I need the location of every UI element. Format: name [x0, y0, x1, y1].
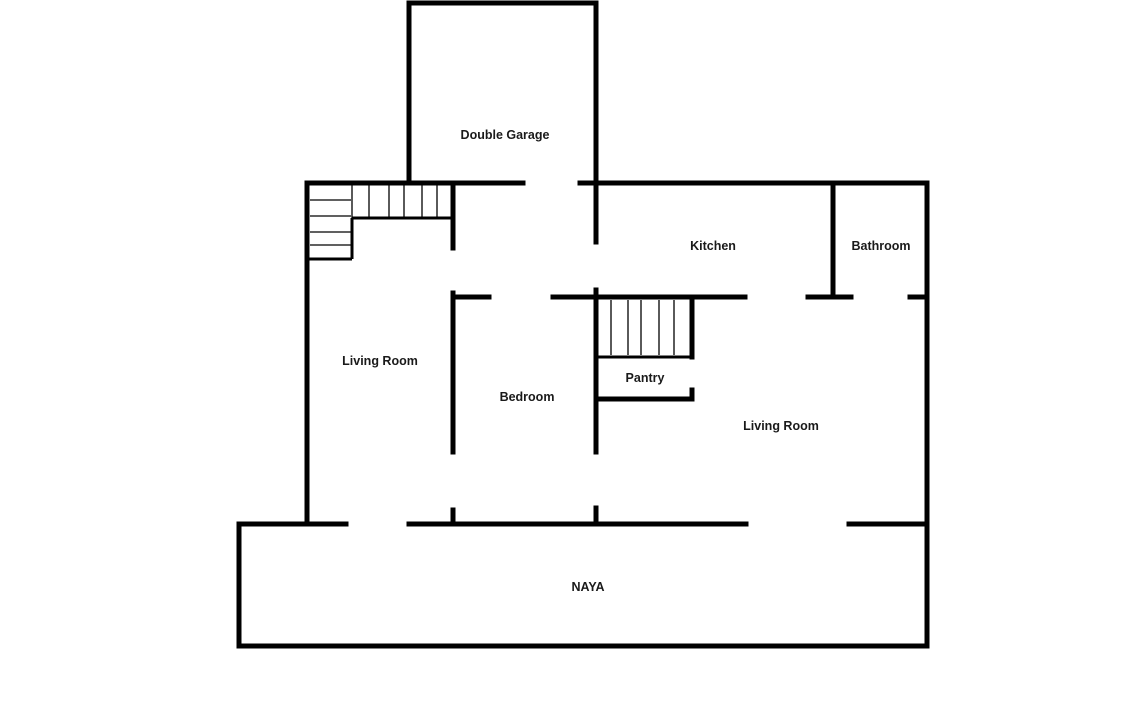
room-label-pantry: Pantry	[625, 371, 665, 385]
room-label-bedroom: Bedroom	[499, 390, 555, 404]
room-label-kitchen: Kitchen	[690, 239, 736, 253]
staircase-left	[307, 185, 453, 261]
room-label-naya: NAYA	[571, 580, 605, 594]
naya-walls	[236, 505, 930, 649]
room-label-bathroom: Bathroom	[851, 239, 911, 253]
house-exterior-walls	[304, 180, 930, 649]
garage-walls	[406, 0, 599, 245]
room-label-living-room-right: Living Room	[743, 419, 819, 433]
room-label-double-garage: Double Garage	[460, 128, 550, 142]
staircase-center	[596, 300, 692, 359]
interior-walls	[450, 180, 930, 455]
room-label-living-room-left: Living Room	[342, 354, 418, 368]
